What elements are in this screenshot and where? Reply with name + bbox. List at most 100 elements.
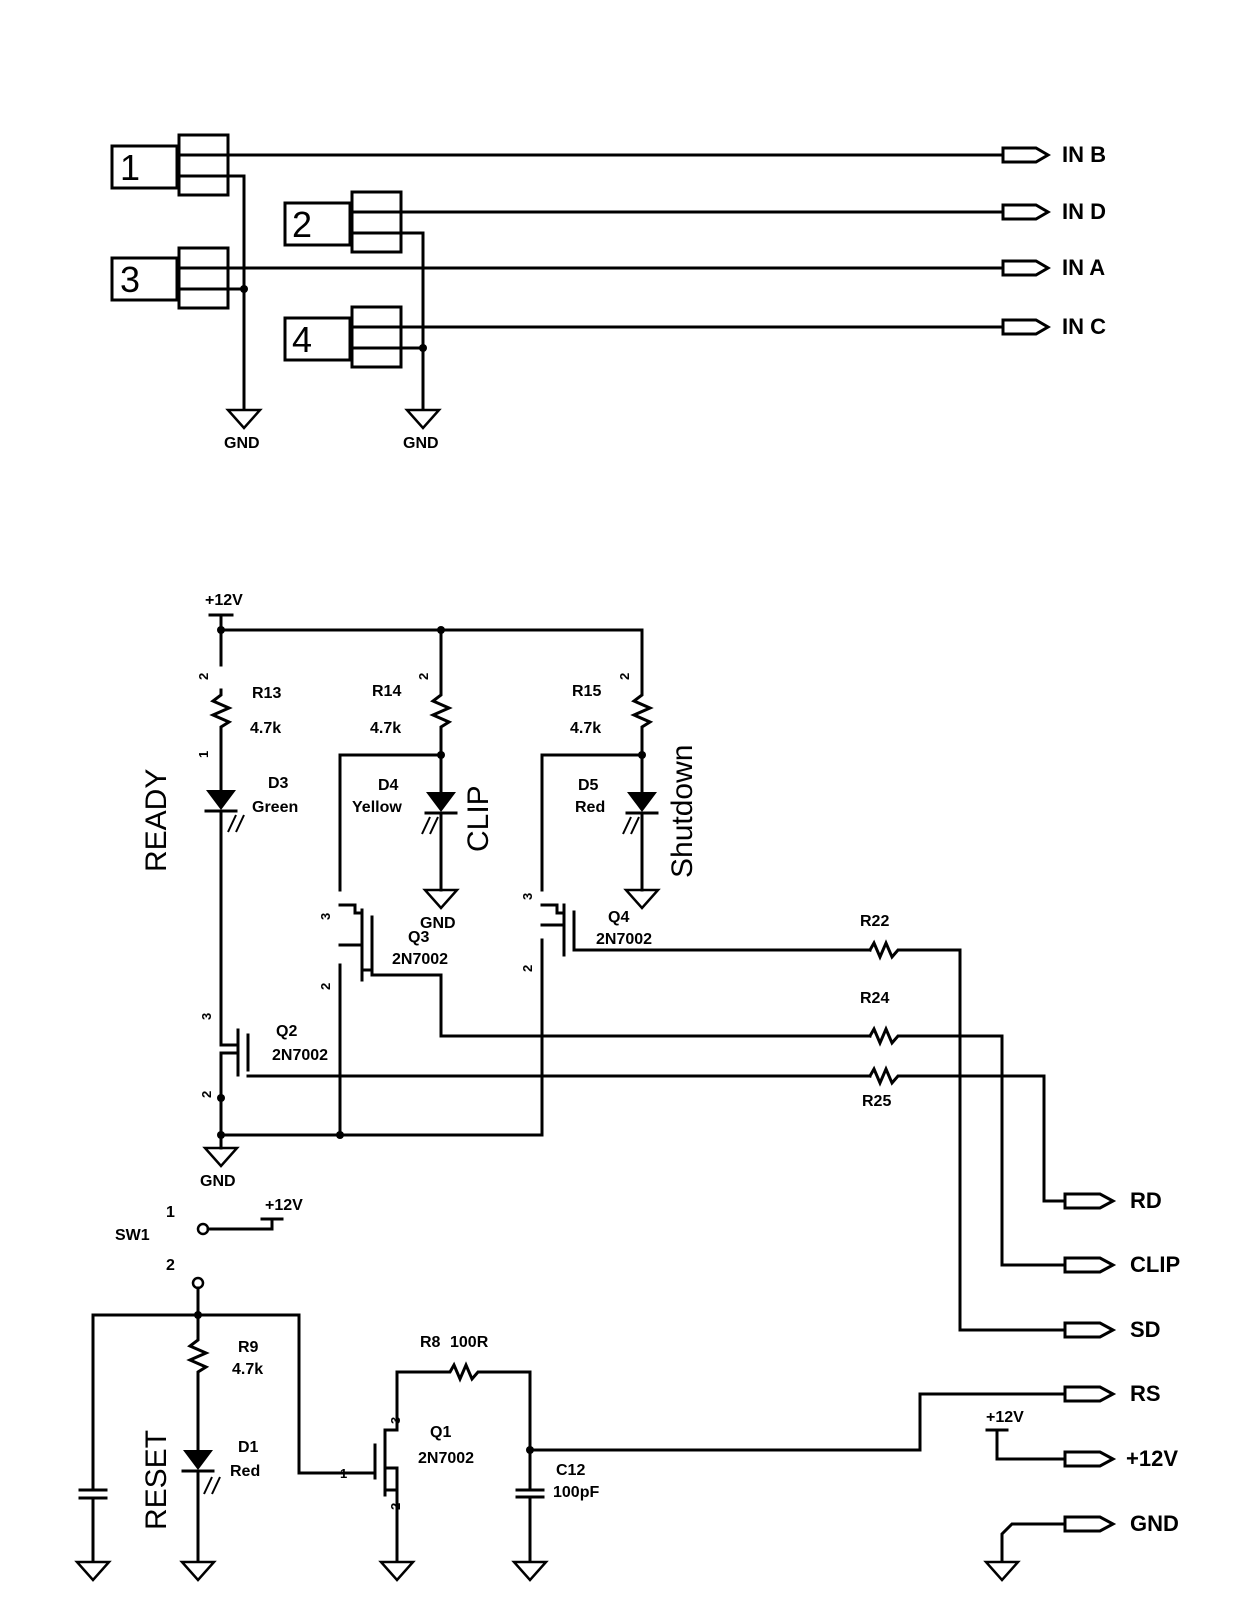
- net-sd: SD: [1063, 1317, 1161, 1342]
- source-ground-bus: GND: [200, 1094, 544, 1190]
- r15-value: 4.7k: [570, 720, 601, 737]
- pin-label: 3: [388, 1417, 403, 1424]
- net-in-d: IN D: [1001, 199, 1106, 224]
- connector-4-label: 4: [292, 319, 312, 360]
- mosfet-q2: 3 2 Q2 2N7002: [199, 1013, 872, 1137]
- resistor-r14: 2 R14 4.7k: [370, 673, 453, 757]
- sw1-pin1: 1: [166, 1204, 175, 1221]
- resistor-r15: 2 R15 4.7k: [570, 673, 654, 757]
- input-wires: [226, 153, 1005, 410]
- net-rs-label: RS: [1130, 1381, 1161, 1406]
- ground-label: GND: [224, 435, 260, 452]
- r9-ref: R9: [238, 1339, 259, 1356]
- q4-ref: Q4: [608, 909, 629, 926]
- connector-4: 4: [283, 305, 403, 369]
- d1-ref: D1: [238, 1439, 259, 1456]
- sw1-pin2: 2: [166, 1257, 175, 1274]
- pin-label: 3: [199, 1013, 214, 1020]
- net-rd: RD: [1063, 1188, 1162, 1213]
- q3-ref: Q3: [408, 929, 429, 946]
- ground-symbol: [623, 888, 661, 910]
- d4-color: Yellow: [352, 799, 402, 816]
- d1-color: Red: [230, 1463, 260, 1480]
- switch-sw1: +12V 1 SW1 2: [115, 1197, 303, 1317]
- connector-3-label: 3: [120, 259, 140, 300]
- r14-ref: R14: [372, 683, 401, 700]
- pin-label: 1: [196, 751, 211, 758]
- r13-value: 4.7k: [250, 720, 281, 737]
- mosfet-q1: 1 3 2 Q1 2N7002: [340, 1370, 474, 1582]
- connector-3: 3: [110, 246, 230, 310]
- net-clip-label: CLIP: [1130, 1252, 1180, 1277]
- sw1-ref: SW1: [115, 1227, 150, 1244]
- r9-value: 4.7k: [232, 1361, 263, 1378]
- ground-symbol: GND: [403, 408, 442, 452]
- c12-ref: C12: [556, 1462, 585, 1479]
- net-gnd-label: GND: [1130, 1511, 1179, 1536]
- drain-wires: [338, 751, 646, 892]
- net-in-d-label: IN D: [1062, 199, 1106, 224]
- q2-part: 2N7002: [272, 1047, 328, 1064]
- net-clip: CLIP: [1063, 1252, 1180, 1277]
- d3-color: Green: [252, 799, 298, 816]
- q2-ref: Q2: [276, 1023, 297, 1040]
- d5-color: Red: [575, 799, 605, 816]
- net-in-b-label: IN B: [1062, 142, 1106, 167]
- resistor-r25: R25: [862, 1065, 1067, 1203]
- ground-output: [983, 1522, 1067, 1582]
- net-in-c-label: IN C: [1062, 314, 1106, 339]
- pin-label: 2: [196, 673, 211, 680]
- d3-ref: D3: [268, 775, 289, 792]
- pin-label: 3: [318, 913, 333, 920]
- ready-label: READY: [140, 769, 173, 872]
- supply-label: +12V: [205, 592, 243, 609]
- connector-2: 2: [283, 190, 403, 254]
- mosfet-q4: 3 2 Q4 2N7002: [520, 893, 872, 1137]
- net-gnd: GND: [1063, 1511, 1179, 1536]
- ground-label: GND: [403, 435, 439, 452]
- connector-2-label: 2: [292, 204, 312, 245]
- pin-label: 2: [617, 673, 632, 680]
- net-in-a: IN A: [1001, 255, 1105, 280]
- net-12v-label: +12V: [1126, 1446, 1178, 1471]
- supply-symbol: +12V: [205, 592, 243, 617]
- pin-label: 2: [318, 983, 333, 990]
- q3-part: 2N7002: [392, 951, 448, 968]
- clip-indicator-label: CLIP: [462, 785, 495, 852]
- ground-symbol: GND: [224, 408, 263, 452]
- net-in-c: IN C: [1001, 314, 1106, 339]
- led-d4: D4 Yellow: [352, 753, 458, 892]
- led-d5: D5 Red: [575, 753, 659, 892]
- supply-label: +12V: [265, 1197, 303, 1214]
- resistor-r24: R24: [860, 990, 1067, 1267]
- connector-1-label: 1: [120, 147, 140, 188]
- ground-label: GND: [200, 1173, 236, 1190]
- resistor-r8: R8 100R: [395, 1334, 532, 1452]
- pin-label: 1: [340, 1466, 347, 1481]
- resistor-r9: R9 4.7k: [186, 1313, 263, 1452]
- connector-1: 1: [110, 133, 230, 197]
- capacitor-c12: C12 100pF: [511, 1446, 599, 1582]
- ground-symbol: GND: [420, 888, 460, 932]
- q4-part: 2N7002: [596, 931, 652, 948]
- pin-label: 2: [199, 1091, 214, 1098]
- shutdown-label: Shutdown: [666, 745, 699, 878]
- net-12v: +12V: [1063, 1446, 1178, 1471]
- supply-label: +12V: [986, 1409, 1024, 1426]
- q1-ref: Q1: [430, 1424, 451, 1441]
- reset-output-wire: [528, 1392, 1067, 1452]
- r25-ref: R25: [862, 1093, 891, 1110]
- resistor-r13: 2 1 R13 4.7k: [196, 673, 281, 792]
- r8-ref: R8: [420, 1334, 441, 1351]
- net-rs: RS: [1063, 1381, 1161, 1406]
- q1-part: 2N7002: [418, 1450, 474, 1467]
- led-driver-wires: [217, 613, 644, 677]
- r14-value: 4.7k: [370, 720, 401, 737]
- led-d1: D1 Red: [179, 1439, 260, 1582]
- r13-ref: R13: [252, 685, 281, 702]
- pin-label: 2: [520, 965, 535, 972]
- c12-value: 100pF: [553, 1484, 599, 1501]
- net-in-b: IN B: [1001, 142, 1106, 167]
- r8-value: 100R: [450, 1334, 489, 1351]
